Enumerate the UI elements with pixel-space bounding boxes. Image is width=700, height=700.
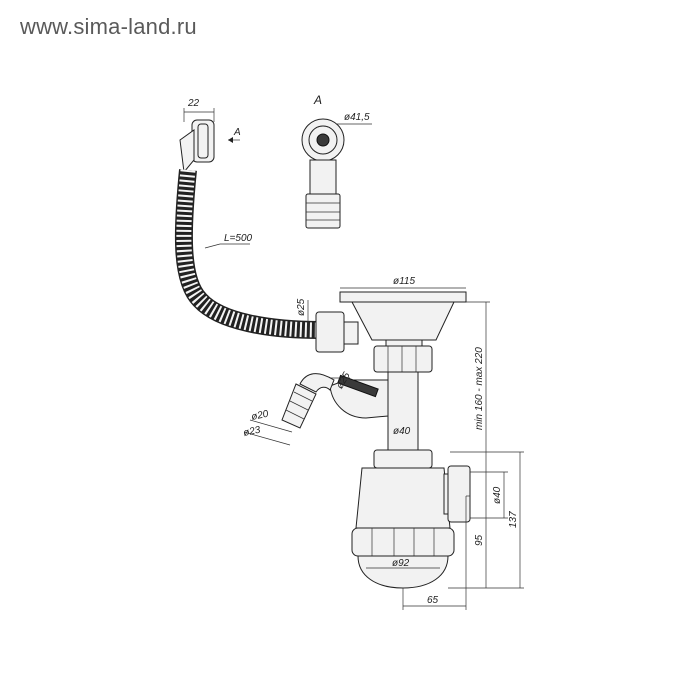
dim-hose-length: L=500 xyxy=(224,233,253,244)
branch-hose xyxy=(281,383,317,429)
dim-hose-outer: ø23 xyxy=(242,425,262,439)
trap-outlet xyxy=(443,465,471,523)
dim-height-137: 137 xyxy=(508,511,519,528)
dim-outlet-side: ø40 xyxy=(492,486,503,504)
dim-top-width: 22 xyxy=(187,98,200,109)
upper-union-nut xyxy=(373,345,433,373)
dim-bottle-diameter: ø92 xyxy=(392,558,410,569)
watermark-text: www.sima-land.ru xyxy=(20,14,197,39)
dim-side-inlet: ø25 xyxy=(296,298,307,316)
overflow-head-side xyxy=(179,119,215,174)
branch-elbow xyxy=(299,373,389,419)
sink-strainer xyxy=(339,291,467,347)
dim-outlet-diameter: ø41,5 xyxy=(344,112,370,123)
dim-hose-inner: ø20 xyxy=(250,409,270,423)
lower-union-nut xyxy=(373,449,433,469)
dim-grid-diameter: ø115 xyxy=(393,276,415,287)
vertical-pipe xyxy=(387,371,419,451)
dim-offset-65: 65 xyxy=(427,595,439,606)
bottle-trap xyxy=(351,467,455,589)
corrugated-hose xyxy=(174,169,321,339)
dim-pipe-diameter: ø40 xyxy=(393,426,411,437)
view-label: A xyxy=(313,93,322,107)
dim-height-95: 95 xyxy=(474,534,485,546)
overflow-view-a xyxy=(301,118,345,229)
side-inlet-nut xyxy=(315,311,359,353)
dim-height-range: min 160 - max 220 xyxy=(474,347,485,430)
arrow-label: A xyxy=(233,127,241,138)
